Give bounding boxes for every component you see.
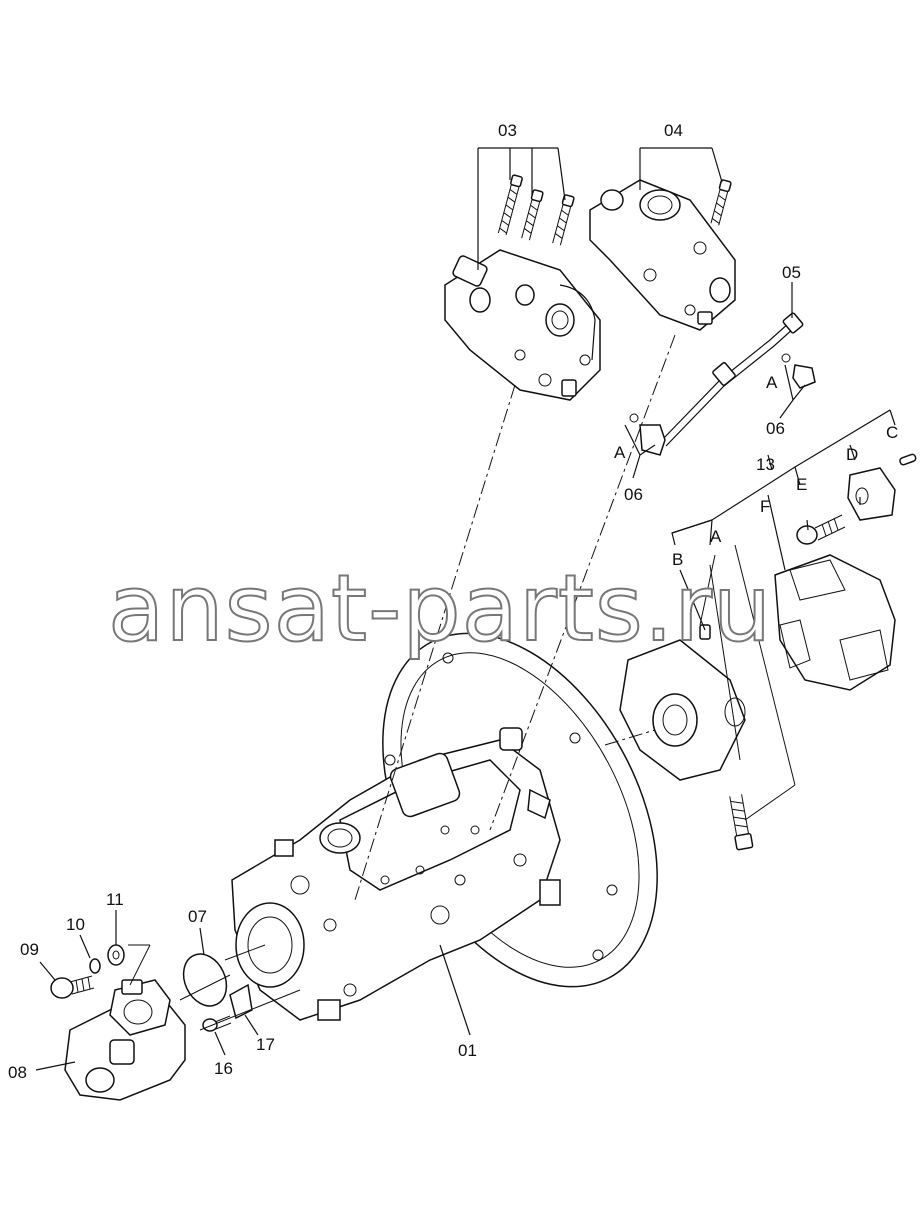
- label-11: 11: [106, 890, 124, 909]
- washer-11: [107, 944, 125, 966]
- label-08: 08: [8, 1063, 27, 1082]
- elbow-06-left: [629, 413, 666, 456]
- coupling-insert-d: [847, 467, 896, 521]
- label-10: 10: [66, 915, 85, 934]
- bolts-03: [497, 174, 575, 246]
- label-04: 04: [664, 121, 683, 140]
- leader-lines: [35, 147, 896, 1071]
- bolt-a: [729, 794, 754, 851]
- label-17: 17: [256, 1035, 275, 1054]
- label-07: 07: [188, 907, 207, 926]
- label-05: 05: [782, 263, 801, 282]
- label-e: E: [796, 475, 807, 494]
- label-09: 09: [20, 940, 39, 959]
- assembly-lines: [128, 334, 796, 1031]
- label-c: C: [886, 423, 898, 442]
- washer-10: [89, 958, 101, 974]
- bolt-09: [50, 975, 95, 999]
- part-labels: 03 04 05 A 06 A 06 C D 13 E F A B 07 11 …: [8, 121, 898, 1082]
- hose-05: [661, 312, 804, 447]
- label-13: 13: [756, 455, 775, 474]
- label-03: 03: [498, 121, 517, 140]
- label-b: B: [672, 550, 683, 569]
- label-06-left: 06: [624, 485, 643, 504]
- regulator-03: [444, 249, 601, 401]
- label-01: 01: [458, 1041, 477, 1060]
- bolt-04: [710, 179, 732, 226]
- label-f: F: [760, 497, 770, 516]
- o-ring-07: [182, 953, 228, 1007]
- label-06-right: 06: [766, 419, 785, 438]
- screw-16: [202, 1015, 232, 1032]
- main-pump-body: [231, 727, 561, 1021]
- label-a-coupling: A: [710, 527, 722, 546]
- coupling-element-f: [774, 554, 896, 691]
- pin-c: [899, 453, 917, 466]
- plate-17: [229, 983, 253, 1020]
- gear-pump-08: [64, 979, 186, 1101]
- bolt-e: [796, 514, 846, 545]
- label-16: 16: [214, 1059, 233, 1078]
- elbow-06-right: [781, 353, 816, 389]
- label-d: D: [846, 445, 858, 464]
- regulator-04: [589, 179, 736, 331]
- coupling-hub-b: [619, 624, 746, 781]
- label-a-left: A: [614, 443, 626, 462]
- label-a-right: A: [766, 373, 778, 392]
- watermark: ansat-parts.ru: [108, 555, 772, 662]
